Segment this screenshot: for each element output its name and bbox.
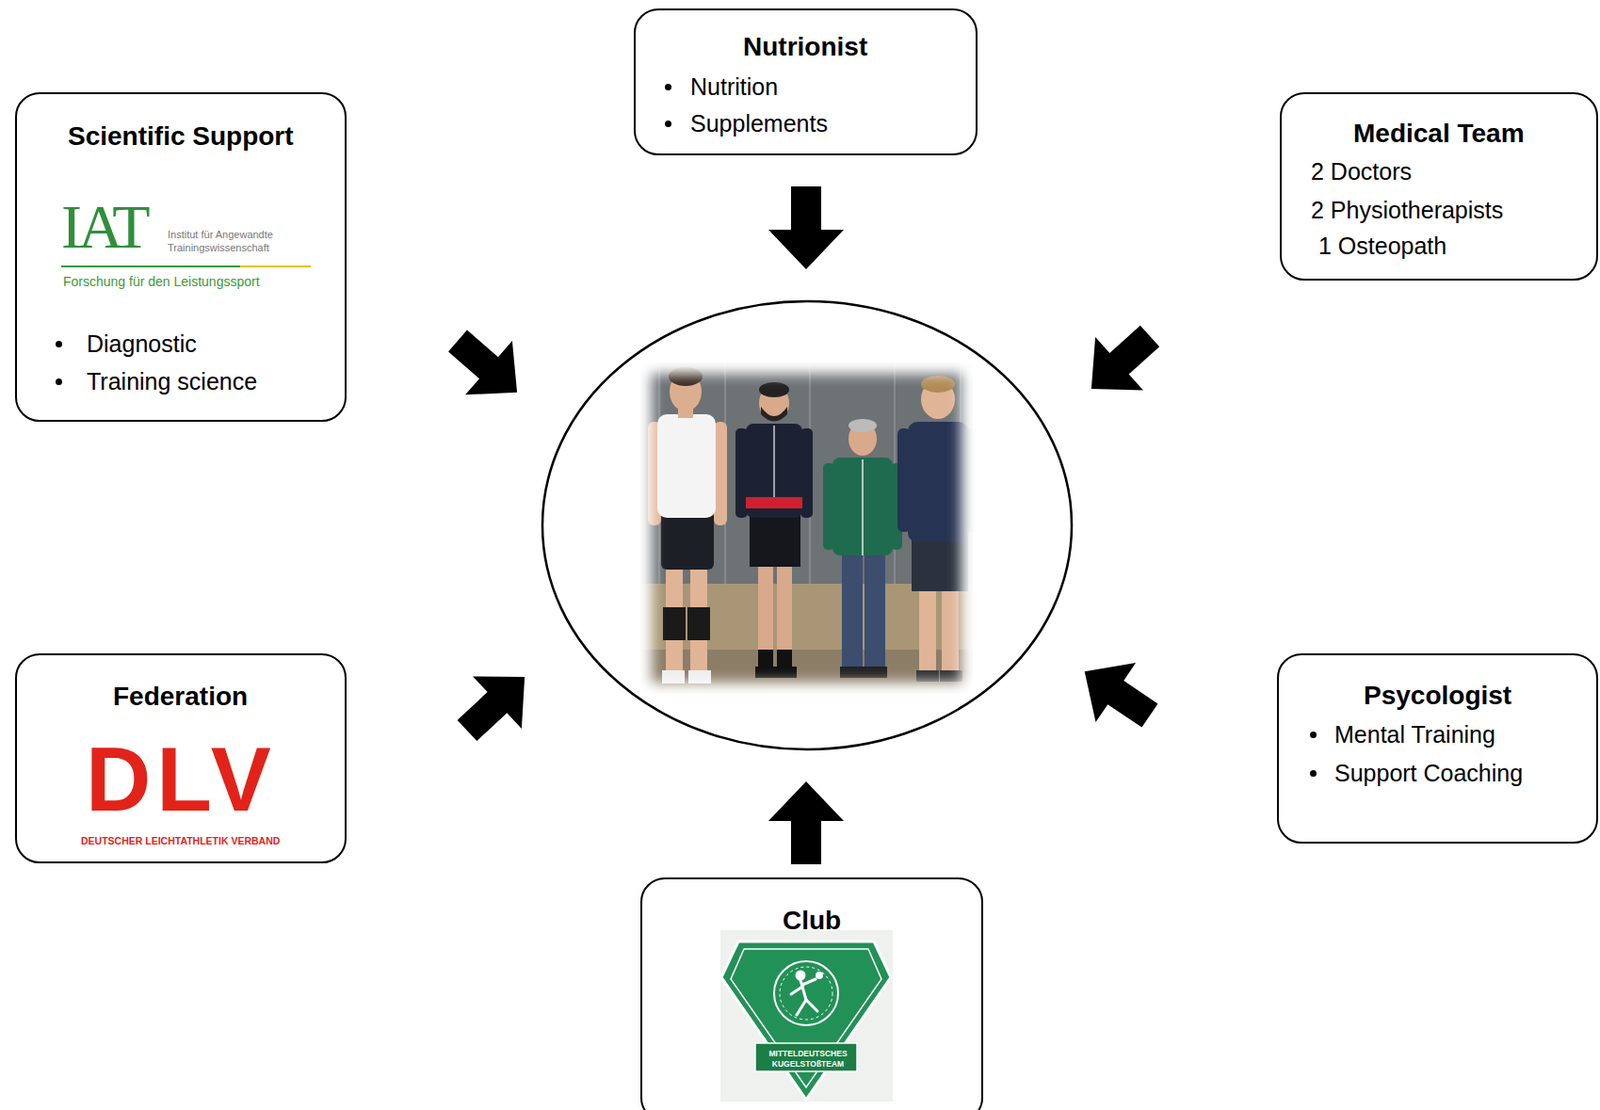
logo-text: MITTELDEUTSCHES KUGELSTOßTEAM	[759, 1049, 857, 1070]
box-title: Psycologist	[1363, 679, 1512, 712]
list-item: 2 Physiotherapists	[1310, 195, 1504, 225]
support-box: PsycologistMental TrainingSupport Coachi…	[1276, 653, 1599, 844]
support-box: Medical Team 2 Doctors 2 Physiotherapists 1…	[1279, 92, 1599, 281]
bullet-dot	[55, 378, 63, 386]
bullet-dot	[55, 340, 63, 348]
box-title: Nutrionist	[743, 31, 868, 64]
bullet-dot	[1309, 731, 1317, 739]
support-box: FederationDLV DEUTSCHER LEICHTATHLETIK VE…	[15, 653, 347, 864]
support-box: Scientific SupportIAT Institut für Angewa…	[15, 92, 347, 422]
team-ellipse	[542, 301, 1072, 750]
list-item: 2 Doctors	[1310, 157, 1412, 186]
list-item: 1 Osteopath	[1318, 231, 1447, 260]
logo-rule	[240, 265, 311, 268]
support-box: NutrionistNutritionSupplements	[633, 8, 978, 156]
box-title: Federation	[113, 680, 248, 713]
logo-text: Institut für Angewandte Trainingswissens…	[167, 227, 309, 255]
list-item: Nutrition	[690, 72, 778, 101]
bullet-dot	[664, 83, 672, 91]
club-badge	[720, 930, 893, 1102]
list-item: Supplements	[690, 109, 828, 138]
logo-text: IAT	[61, 195, 147, 259]
logo-text: Forschung für den Leistungssport	[63, 273, 260, 291]
bullet-dot	[1309, 770, 1317, 777]
support-arrows	[434, 186, 1174, 865]
logo-text: DLV	[85, 734, 277, 825]
bullet-dot	[664, 120, 672, 128]
team-photo	[640, 362, 979, 695]
list-item: Diagnostic	[86, 329, 197, 358]
list-item: Training science	[86, 367, 258, 396]
logo-text: DEUTSCHER LEICHTATHLETIK VERBAND	[80, 834, 280, 848]
support-box: ClubMITTELDEUTSCHES KUGELSTOßTEAM	[640, 877, 984, 1110]
logo-rule	[61, 265, 241, 268]
list-item: Mental Training	[1334, 720, 1496, 749]
box-title: Scientific Support	[67, 120, 294, 153]
list-item: Support Coaching	[1334, 759, 1523, 788]
box-title: Medical Team	[1353, 117, 1525, 150]
box-title: Club	[782, 905, 841, 938]
